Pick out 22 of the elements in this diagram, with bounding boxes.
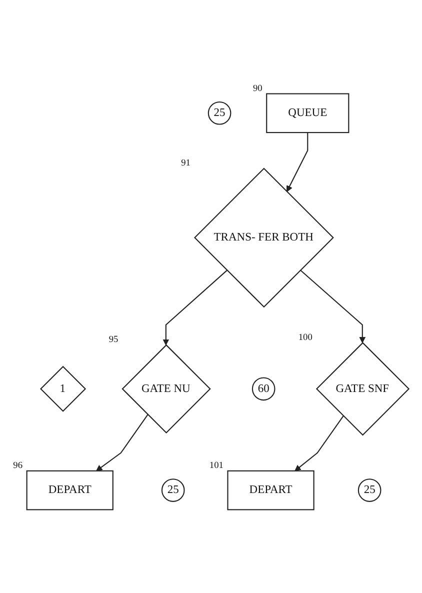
arrow <box>96 414 148 472</box>
node-circle: 25 <box>358 478 382 502</box>
node-box: DEPART <box>26 470 114 510</box>
node-diamond: GATE SNF <box>316 342 410 436</box>
node-box: DEPART <box>227 470 314 510</box>
arrow <box>286 132 308 192</box>
arrow <box>162 270 228 346</box>
arrow <box>300 270 366 344</box>
node-box: QUEUE <box>266 93 350 134</box>
block-number: 91 <box>181 158 190 169</box>
block-number: 95 <box>108 335 118 346</box>
node-circle: 25 <box>161 478 185 502</box>
node-circle: 60 <box>252 377 276 401</box>
block-number: 96 <box>13 461 23 472</box>
node-diamond: 1 <box>40 366 86 412</box>
block-number: 90 <box>252 84 262 94</box>
node-circle: 25 <box>208 102 232 125</box>
block-number: 100 <box>298 333 312 343</box>
node-diamond: TRANS- FER BOTH <box>194 168 334 308</box>
arrow <box>294 416 344 472</box>
node-diamond: GATE NU <box>122 344 211 434</box>
block-number: 101 <box>209 461 224 472</box>
